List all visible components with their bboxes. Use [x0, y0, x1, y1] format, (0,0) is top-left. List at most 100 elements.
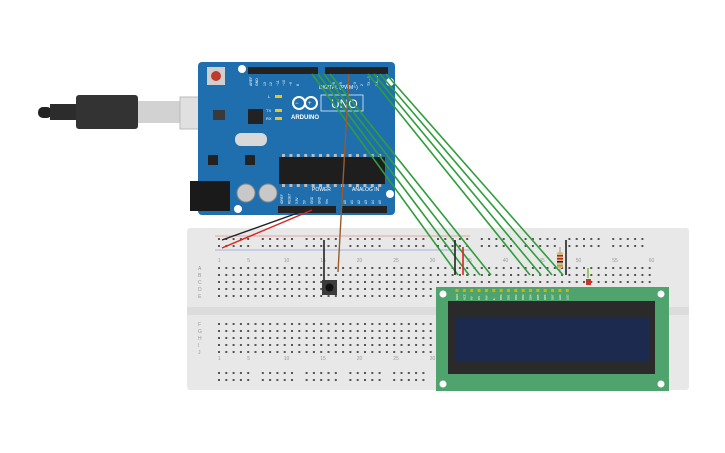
rail-hole [393, 245, 396, 247]
rail-hole [239, 238, 242, 240]
strip-hole [597, 274, 600, 276]
strip-hole [239, 344, 242, 346]
strip-hole [517, 267, 520, 269]
strip-hole [393, 281, 396, 283]
strip-hole [291, 337, 293, 339]
header-top-left [248, 67, 318, 74]
pushbutton-cap[interactable] [325, 283, 334, 292]
reset-button-cap[interactable] [211, 71, 221, 81]
power-pin-label: 3.3V [295, 197, 299, 204]
strip-hole [385, 351, 388, 353]
chip-pin [326, 154, 330, 157]
strip-hole [283, 295, 286, 297]
atmega-pins [282, 154, 382, 187]
rail-hole [261, 379, 264, 381]
chip-pin [370, 154, 374, 157]
lcd-pin-label: LED [558, 295, 562, 300]
strip-hole [232, 281, 235, 283]
rail-hole [225, 379, 228, 381]
rail-hole [415, 245, 418, 247]
strip-hole [276, 274, 279, 276]
rail-hole [510, 245, 512, 247]
strip-hole [269, 344, 272, 346]
strip-hole [626, 267, 629, 269]
strip-hole [269, 295, 272, 297]
strip-hole [283, 288, 286, 290]
strip-hole [276, 330, 279, 332]
strip-hole [218, 323, 220, 325]
rail-hole [407, 372, 410, 374]
pushbutton[interactable] [322, 280, 337, 295]
led-label-rx: RX [266, 116, 272, 121]
strip-hole [349, 267, 352, 269]
strip-hole [356, 295, 359, 297]
resistor [557, 247, 563, 273]
rail-hole [371, 238, 374, 240]
rail-hole [466, 238, 469, 240]
strip-hole [539, 267, 542, 269]
strip-hole [356, 267, 359, 269]
chip-pin [319, 184, 322, 187]
wire-brown [337, 73, 350, 273]
rail-hole [276, 245, 279, 247]
strip-hole [385, 295, 388, 297]
strip-hole [575, 267, 578, 269]
strip-hole [342, 274, 345, 276]
rail-hole [583, 245, 585, 247]
strip-hole [619, 274, 622, 276]
strip-hole [305, 344, 308, 346]
strip-hole [232, 323, 235, 325]
strip-hole [641, 274, 644, 276]
strip-hole [261, 330, 264, 332]
strip-hole [458, 281, 461, 283]
strip-hole [218, 351, 220, 353]
strip-hole [225, 288, 228, 290]
strip-hole [415, 330, 418, 332]
strip-hole [334, 351, 337, 353]
rail-hole [641, 245, 644, 247]
pin-label: ~3 [353, 82, 357, 86]
strip-hole [298, 323, 301, 325]
strip-hole [342, 267, 345, 269]
rail-hole [269, 379, 272, 381]
strip-hole [400, 274, 403, 276]
strip-hole [342, 351, 345, 353]
strip-hole [422, 344, 425, 346]
strip-hole [400, 281, 403, 283]
strip-hole [305, 281, 308, 283]
strip-hole [320, 288, 323, 290]
column-number: 20 [357, 258, 363, 264]
strip-hole [415, 337, 418, 339]
strip-hole [327, 330, 330, 332]
rail-hole [283, 372, 286, 374]
rail-hole [334, 372, 337, 374]
strip-hole [400, 267, 403, 269]
rail-hole [312, 379, 315, 381]
analog-pin-label: A0 [343, 200, 347, 204]
strip-hole [590, 274, 593, 276]
rail-hole [495, 245, 498, 247]
strip-hole [648, 274, 651, 276]
lcd-pin-label: DB7 [551, 294, 555, 300]
rail-hole [327, 379, 330, 381]
column-number: 10 [284, 356, 290, 362]
icsp-header [213, 110, 225, 120]
strip-hole [239, 288, 242, 290]
strip-hole [305, 337, 308, 339]
strip-hole [305, 288, 308, 290]
strip-hole [458, 274, 461, 276]
strip-hole [510, 267, 512, 269]
strip-hole [349, 330, 352, 332]
wire-green [367, 73, 531, 276]
strip-hole [320, 295, 323, 297]
strip-hole [283, 281, 286, 283]
rail-hole [225, 372, 228, 374]
chip-pin [356, 154, 359, 157]
strip-hole [291, 295, 293, 297]
wire-green [311, 73, 459, 276]
rail-hole [407, 238, 410, 240]
lcd-pin [492, 289, 496, 292]
rail-hole [422, 379, 425, 381]
strip-hole [364, 323, 366, 325]
strip-hole [597, 281, 600, 283]
